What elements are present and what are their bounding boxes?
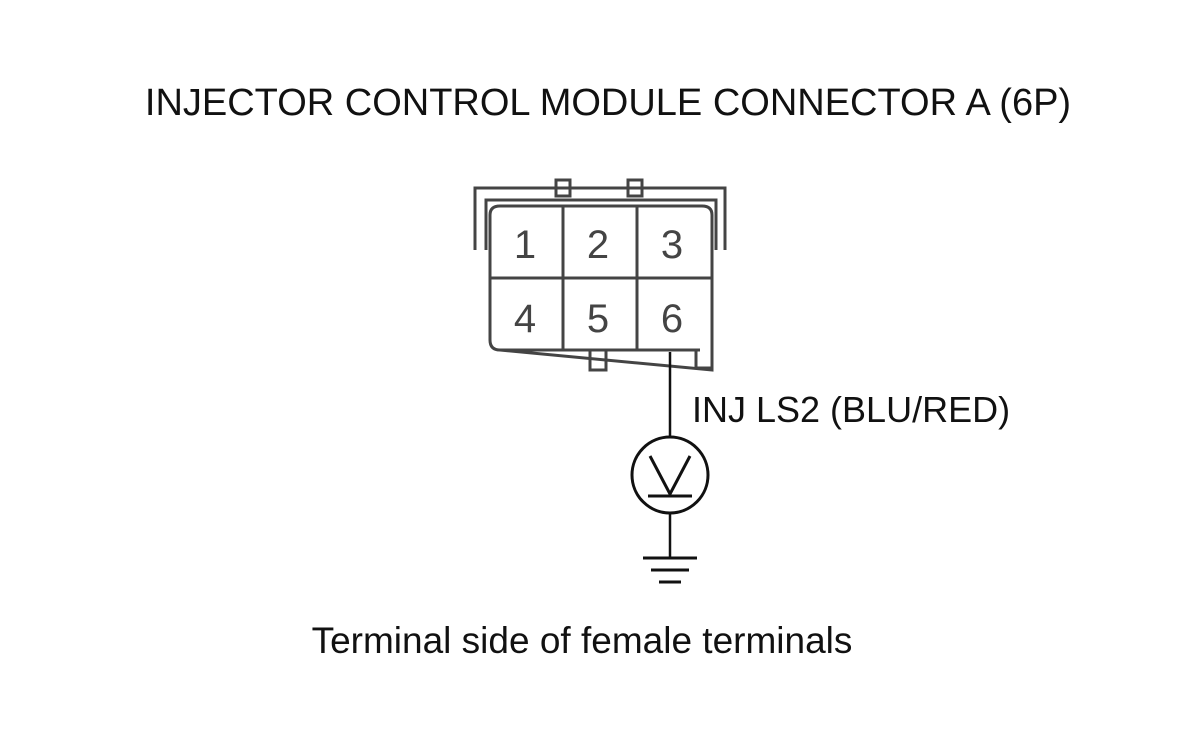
bottom-tab-left <box>588 350 608 372</box>
connector-inner-ledge <box>484 198 718 250</box>
diagram-caption: Terminal side of female terminals <box>312 620 853 661</box>
pin-numbers: 1 2 3 4 5 6 <box>514 223 683 341</box>
pin-5: 5 <box>587 297 609 341</box>
connector-shell <box>473 186 727 250</box>
connector-a <box>473 178 727 372</box>
pin-6: 6 <box>661 297 683 341</box>
voltmeter-v-mark <box>648 455 692 498</box>
bottom-tab-right <box>694 340 714 370</box>
wire-label: INJ LS2 (BLU/RED) <box>692 389 1010 430</box>
pin-4: 4 <box>514 297 536 341</box>
pin-block <box>488 204 714 372</box>
pin-1: 1 <box>514 223 536 267</box>
pin-2: 2 <box>587 223 609 267</box>
pin-3: 3 <box>661 223 683 267</box>
diagram-title: INJECTOR CONTROL MODULE CONNECTOR A (6P) <box>145 82 1071 124</box>
ground-icon <box>643 556 697 584</box>
